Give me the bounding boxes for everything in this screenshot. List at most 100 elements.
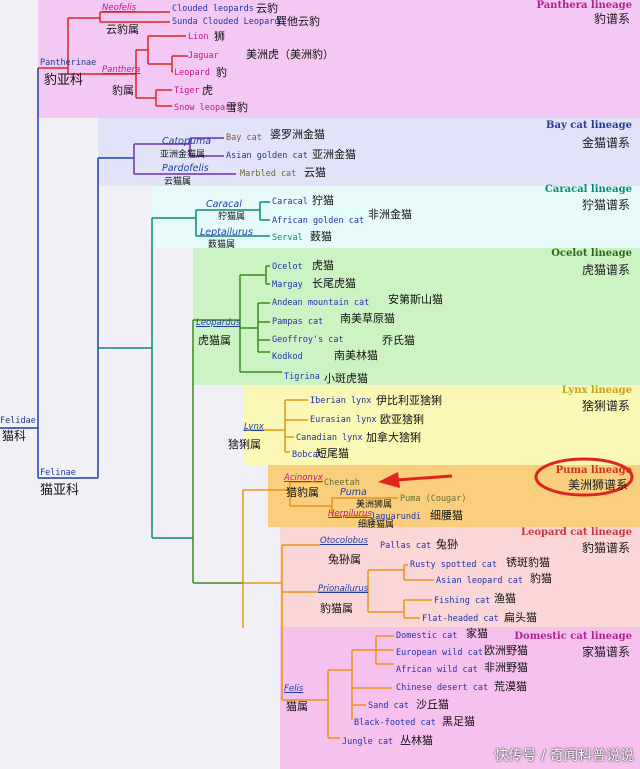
genus-felis-latin: Felis (284, 684, 304, 694)
genus-acinonyx-zh: 猎豹属 (286, 486, 319, 499)
puma-branch (268, 481, 398, 517)
species-kodkod-en: Kodkod (272, 352, 303, 362)
puma-lineage-highlight (534, 457, 634, 497)
species-kodkod-zh: 南美林猫 (334, 349, 378, 362)
felinae-lower (98, 217, 196, 539)
species-margay-zh: 长尾虎猫 (312, 277, 356, 290)
species-caracal-zh: 狞猫 (312, 194, 334, 207)
puma-lineage-title: Puma lineage (555, 465, 632, 476)
pantherinae-branch (67, 17, 100, 75)
baycat-branch (133, 137, 236, 175)
species-margay-en: Margay (272, 280, 303, 290)
felis-branch (282, 635, 394, 739)
species-rusty-spotted-cat-en: Rusty spotted cat (410, 560, 497, 570)
species-lion-en: Lion (188, 32, 209, 42)
species-fishing-cat-zh: 渔猫 (494, 592, 516, 605)
genus-caracal-latin: Caracal (206, 199, 242, 210)
species-domestic-cat-zh: 家猫 (466, 627, 488, 640)
species-african-wild-cat-zh: 非洲野猫 (484, 661, 528, 674)
species-geoffroys-cat-zh: 乔氏猫 (382, 334, 415, 347)
genus-catopuma-latin: Catopuma (162, 136, 212, 147)
ocelot-band (193, 248, 640, 385)
species-tigrina-en: Tigrina (284, 372, 320, 382)
domestic-lineage-zh: 家猫谱系 (581, 645, 630, 659)
genus-leptailurus-zh: 薮猫属 (208, 240, 236, 250)
species-european-wild-cat-zh: 欧洲野猫 (484, 644, 528, 657)
watermark: 快传号 / 奇闻科普说说 (494, 748, 634, 764)
genus-prionailurus-latin: Prionailurus (318, 584, 369, 594)
species-sand-cat-en: Sand cat (368, 701, 409, 711)
genus-neofelis-latin: Neofelis (102, 3, 137, 13)
species-leopard-en: Leopard (174, 68, 210, 78)
species-ocelot-zh: 虎猫 (312, 259, 334, 272)
species-andean-mountain-cat-zh: 安第斯山猫 (388, 293, 443, 306)
pantherinae-latin: Pantherinae (40, 58, 97, 68)
species-asian-golden-cat-zh: 亚洲金猫 (312, 148, 356, 161)
genus-acinonyx-latin: Acinonyx (284, 473, 323, 483)
species-tiger-zh: 虎 (202, 84, 213, 97)
genus-otocolobus-zh: 兔狲属 (328, 553, 361, 566)
species-caracal-en: Caracal (272, 197, 308, 207)
species-jaguarundi-en: Jaguarundi (370, 512, 422, 522)
species-bobcat-en: Bobcat (292, 450, 323, 460)
puma-lineage-zh: 美洲狮谱系 (567, 478, 628, 492)
leopardcat-band (280, 527, 640, 627)
genus-caracal-zh: 狞猫属 (218, 212, 246, 222)
species-pampas-cat-en: Pampas cat (272, 317, 324, 327)
species-european-wild-cat-en: European wild cat (396, 648, 483, 658)
domestic-band (280, 627, 640, 769)
species-jaguar-en: Jaguar (188, 51, 219, 61)
species-canadian-lynx-zh: 加拿大猞猁 (366, 431, 421, 444)
species-jaguarundi-zh: 细腰猫 (430, 509, 463, 522)
species-bay-cat-zh: 婆罗洲金猫 (270, 128, 325, 141)
caracal-lineage-title: Caracal lineage (544, 184, 632, 195)
leopardcat-lineage-title: Leopard cat lineage (520, 527, 632, 538)
caracal-lineage-zh: 狞猫谱系 (581, 198, 630, 212)
species-marbled-cat-zh: 云猫 (304, 166, 326, 179)
species-serval-en: Serval (272, 233, 303, 243)
species-clouded-leopard-zh: 云豹 (256, 2, 278, 15)
panthera-lineage-zh: 豹谱系 (593, 12, 630, 26)
genus-neofelis-zh: 云豹属 (106, 23, 139, 36)
species-sunda-clouded-leopard-en: Sunda Clouded Leopard (172, 17, 280, 27)
species-black-footed-cat-en: Black-footed cat (354, 718, 436, 728)
species-pampas-cat-zh: 南美草原猫 (340, 312, 395, 325)
ocelot-lineage-title: Ocelot lineage (551, 248, 632, 259)
species-iberian-lynx-en: Iberian lynx (310, 396, 372, 406)
genus-panthera-latin: Panthera (102, 65, 141, 75)
species-flat-headed-cat-zh: 扁头猫 (504, 611, 537, 624)
leopardcat-branch (243, 544, 434, 700)
species-chinese-desert-cat-zh: 荒漠猫 (494, 680, 527, 693)
species-african-golden-cat-zh: 非洲金猫 (368, 208, 412, 221)
ocelot-branch (239, 265, 282, 373)
species-lion-zh: 狮 (214, 30, 225, 43)
species-sand-cat-zh: 沙丘猫 (416, 698, 449, 711)
species-jaguar-zh: 美洲虎（美洲豹） (246, 48, 334, 61)
species-domestic-cat-en: Domestic cat (396, 631, 458, 641)
species-african-golden-cat-en: African golden cat (272, 216, 365, 226)
species-jungle-cat-zh: 丛林猫 (400, 734, 433, 747)
species-clouded-leopard-en: Clouded leopards (172, 4, 254, 14)
species-chinese-desert-cat-en: Chinese desert cat (396, 683, 489, 693)
neofelis-branch (99, 11, 170, 23)
species-asian-leopard-cat-zh: 豹猫 (530, 572, 552, 585)
domestic-lineage-title: Domestic cat lineage (514, 631, 632, 642)
species-iberian-lynx-zh: 伊比利亚猞猁 (376, 394, 442, 407)
species-snow-leopard-en: Snow leopard (174, 103, 236, 113)
caracal-branch (195, 201, 270, 237)
genus-panthera-zh: 豹属 (112, 84, 134, 97)
species-flat-headed-cat-en: Flat-headed cat (422, 614, 499, 624)
genus-leopardus-zh: 虎猫属 (198, 334, 231, 347)
species-leopard-zh: 豹 (216, 66, 227, 79)
genus-otocolobus-latin: Otocolobus (320, 536, 368, 546)
genus-catopuma-zh: 亚洲金猫属 (160, 150, 206, 160)
felinae-zh: 猫亚科 (40, 483, 80, 498)
species-ocelot-en: Ocelot (272, 262, 303, 272)
lynx-branch (243, 399, 308, 453)
lynx-band (243, 385, 640, 465)
genus-herpailurus-latin: Herpilurus (328, 509, 372, 519)
genus-leptailurus-latin: Leptailurus (200, 227, 253, 238)
species-marbled-cat-en: Marbled cat (240, 169, 297, 179)
genus-prionailurus-zh: 豹猫属 (320, 602, 353, 615)
